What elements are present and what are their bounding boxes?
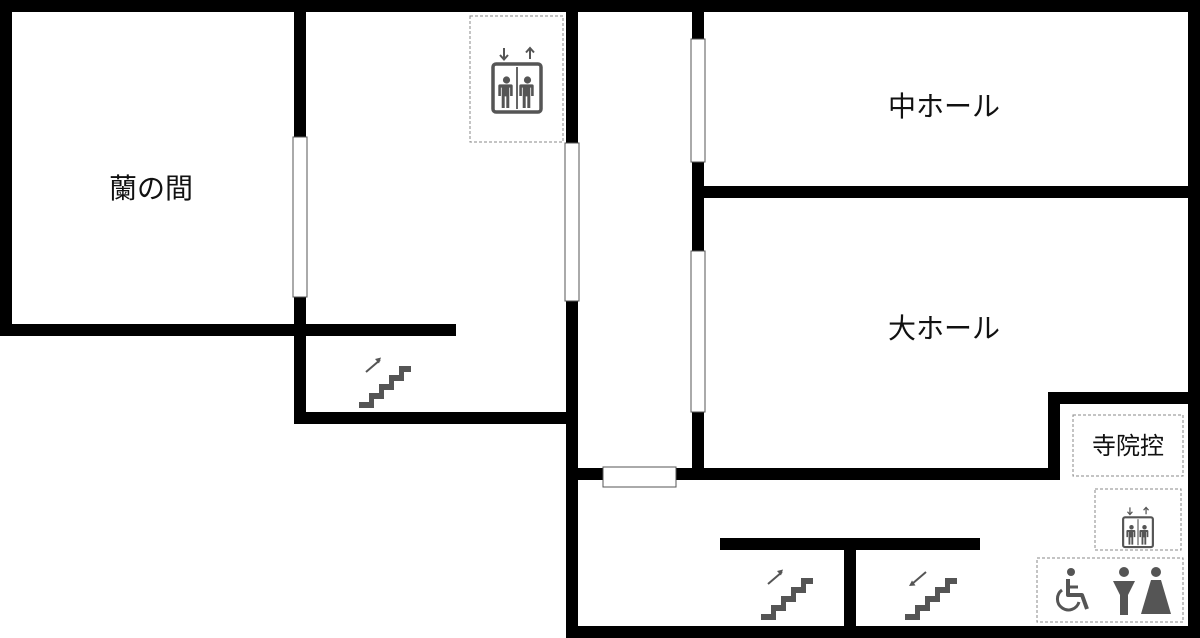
elevator-icon xyxy=(469,15,564,143)
stairs-up-icon xyxy=(761,568,813,620)
room-label-jiin-hikae: 寺院控 xyxy=(1092,432,1164,460)
room-label-ran-no-ma: 蘭の間 xyxy=(109,172,193,205)
doors xyxy=(292,38,706,488)
temple-waiting-room: 寺院控 xyxy=(1072,414,1184,477)
stairs-down-icon xyxy=(905,571,957,620)
room-label-naka-hall: 中ホール xyxy=(888,90,1000,123)
elevator-icon xyxy=(1094,488,1182,551)
restroom-sign xyxy=(1036,557,1184,623)
room-label-dai-hall: 大ホール xyxy=(888,312,1000,345)
wheelchair-icon xyxy=(1055,568,1089,612)
female-restroom-icon xyxy=(1141,567,1171,614)
door-ran-no-ma xyxy=(292,136,308,298)
stairs-up-icon xyxy=(359,356,411,408)
door-corridor xyxy=(602,466,677,488)
door-dai-hall xyxy=(690,250,706,413)
door-naka-hall xyxy=(690,38,706,163)
male-restroom-icon xyxy=(1113,567,1135,615)
door-elevator-hall xyxy=(564,142,580,302)
